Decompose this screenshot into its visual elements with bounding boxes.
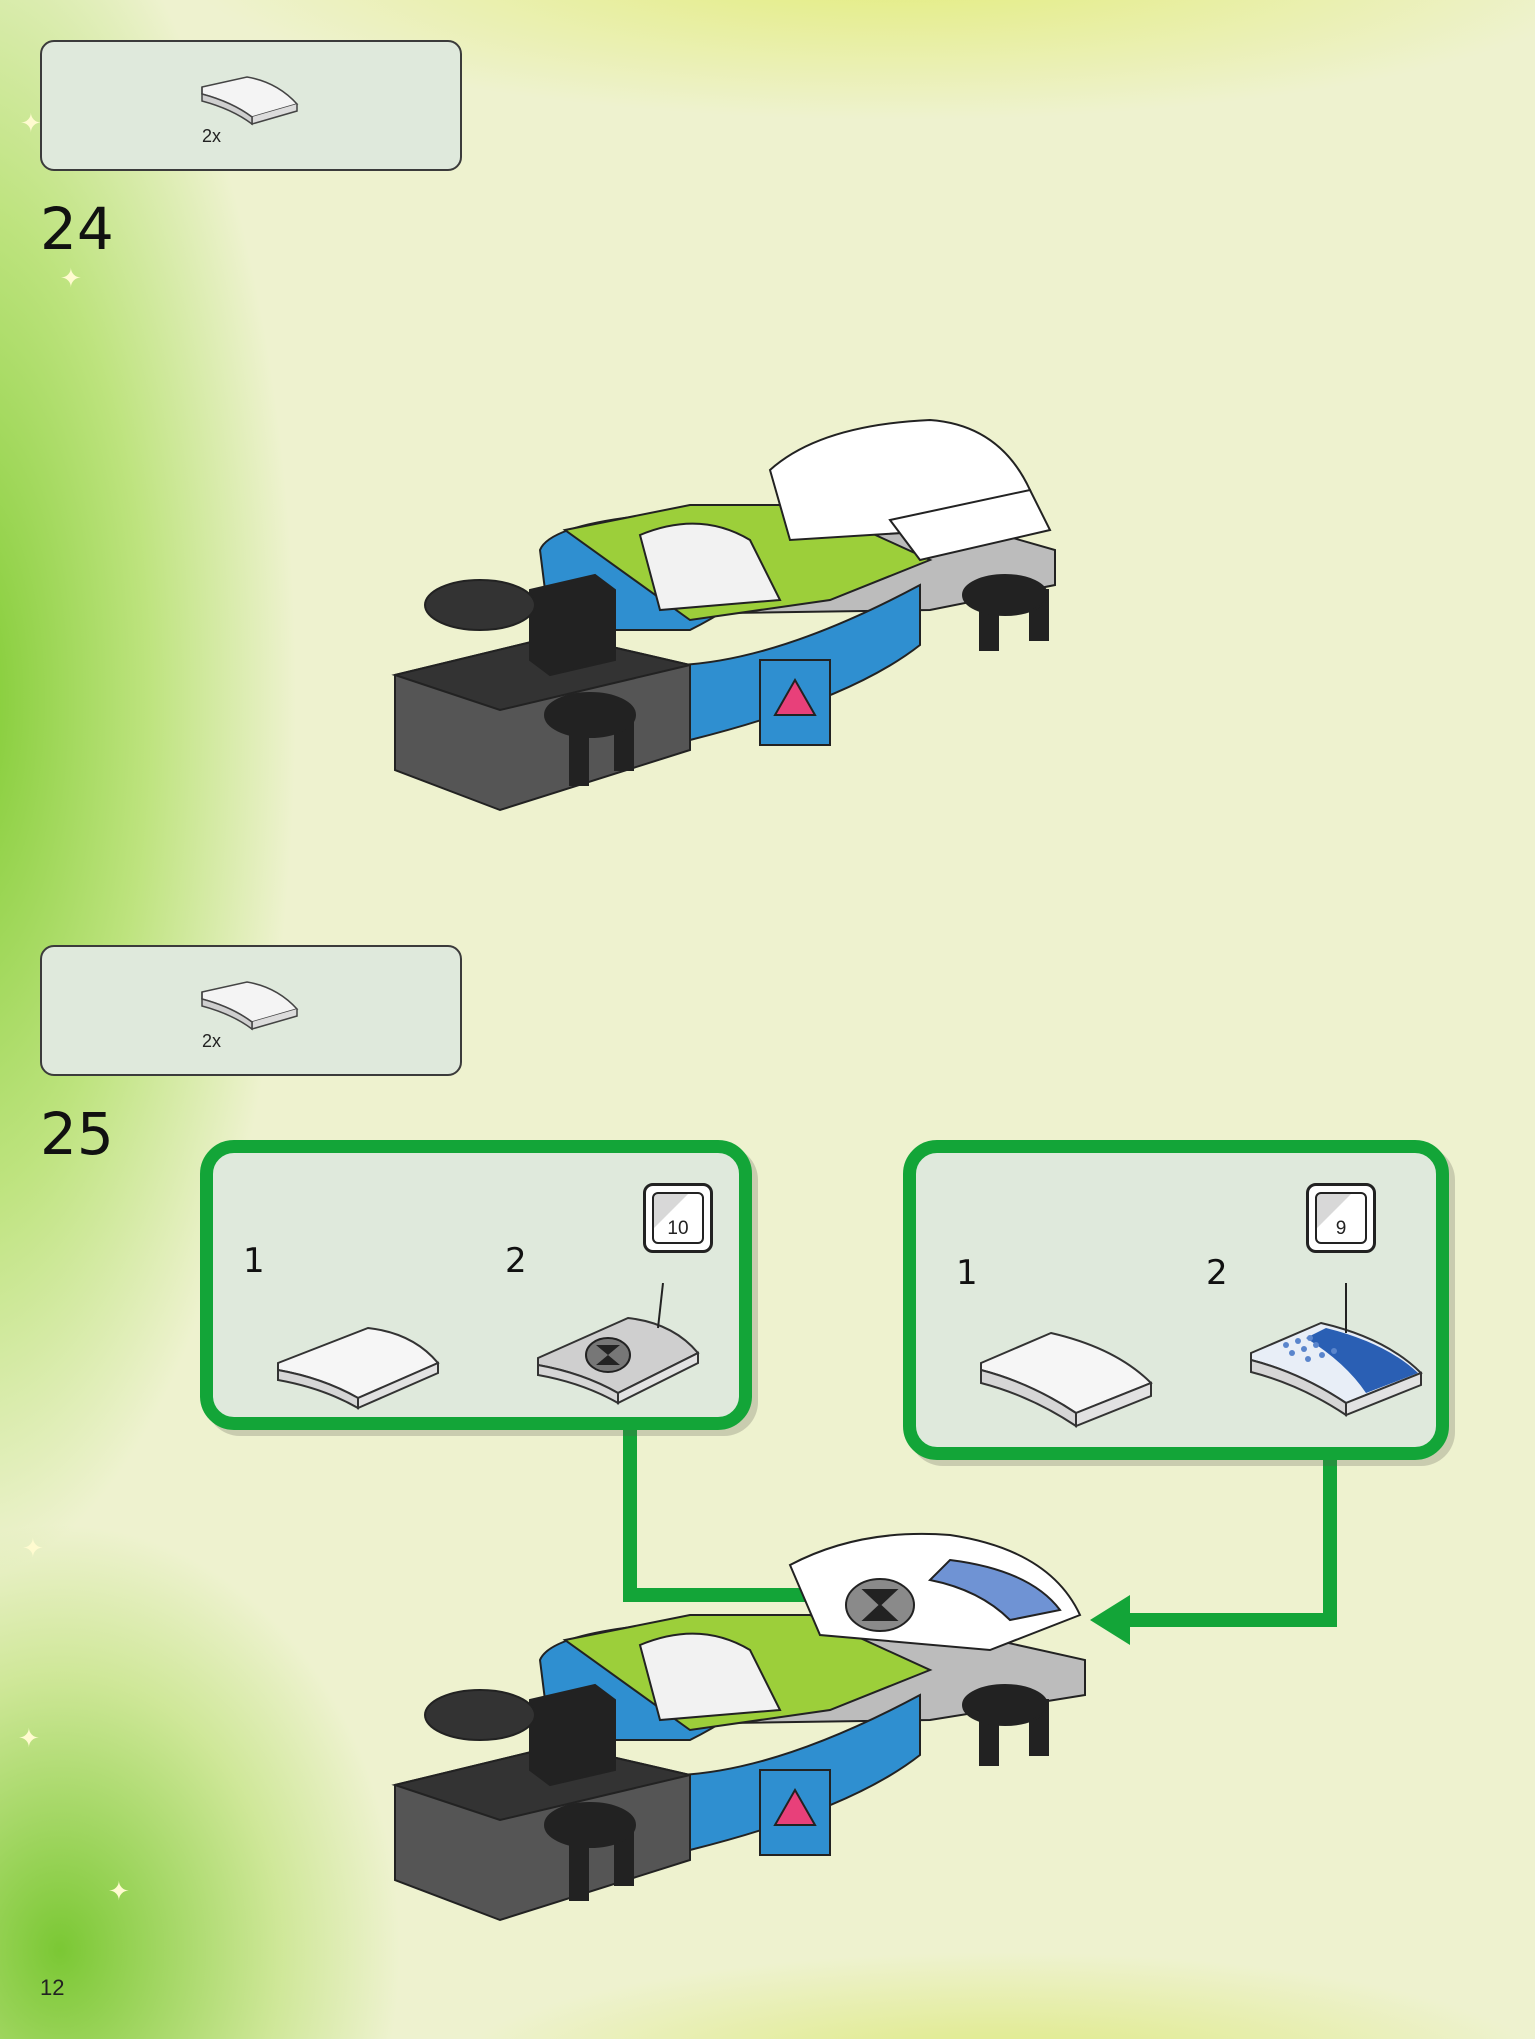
part-quantity: 2x — [202, 1031, 222, 1051]
sticker-number: 9 — [1335, 1218, 1347, 1239]
star-decoration: ✦ — [22, 1533, 44, 1563]
step-number: 24 — [40, 195, 114, 263]
black-widow-sticker-slope-icon — [537, 1283, 700, 1405]
white-curved-slope-icon — [201, 981, 299, 1031]
part-quantity: 2x — [202, 126, 222, 146]
sub-assembly-callout: 1 2 10 — [200, 1140, 752, 1430]
white-curved-slope-icon — [201, 76, 299, 126]
page-number: 12 — [40, 1975, 65, 2000]
parts-list-box: 2x — [40, 945, 462, 1076]
star-decoration: ✦ — [18, 1723, 40, 1753]
sub-assembly-callout: 1 2 9 — [903, 1140, 1449, 1460]
sticker-number-tag: 10 — [643, 1183, 713, 1253]
sticker-number: 10 — [667, 1218, 689, 1239]
car-model-step-24 — [391, 418, 1056, 812]
sub-step-number: 2 — [505, 1241, 527, 1281]
white-curved-slope-icon — [980, 1331, 1153, 1428]
star-decoration: ✦ — [60, 263, 82, 293]
sub-step-number: 1 — [243, 1241, 265, 1281]
sub-step-number: 2 — [1206, 1253, 1228, 1293]
car-model-step-25 — [391, 1532, 1086, 1922]
star-decoration: ✦ — [108, 1876, 130, 1906]
blue-dot-sticker-slope-icon — [1250, 1283, 1423, 1417]
parts-list-box: 2x — [40, 40, 462, 171]
star-decoration: ✦ — [20, 108, 42, 138]
white-curved-slope-icon — [277, 1326, 440, 1410]
sub-step-number: 1 — [956, 1253, 978, 1293]
step-number: 25 — [40, 1100, 114, 1168]
sticker-number-tag: 9 — [1306, 1183, 1376, 1253]
